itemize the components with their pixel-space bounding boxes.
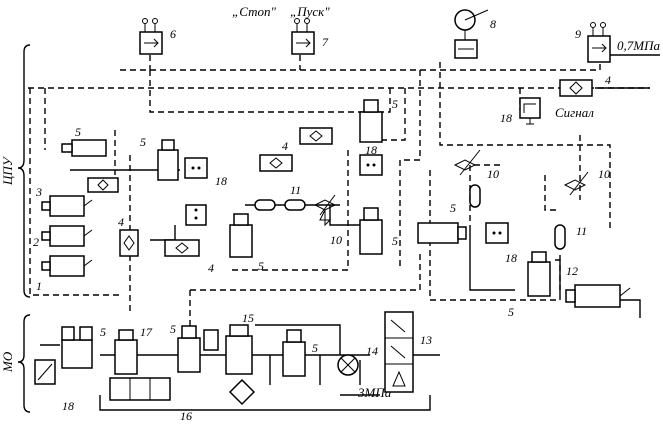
label-18-center: 18 [365, 143, 377, 157]
label-5-mo-center: 5 [170, 322, 176, 336]
section-bracket-cpu [17, 44, 31, 298]
throttle-10-center [313, 194, 337, 227]
start-label: „Пуск" [290, 4, 330, 19]
shuttle-valve-4-bottom [164, 239, 200, 257]
label-5-center-bottom: 5 [258, 259, 264, 273]
throttle-10-right-a [453, 149, 481, 208]
filter-11-right [554, 224, 566, 250]
label-18-left: 18 [215, 174, 227, 188]
label-18-right: 18 [505, 251, 517, 265]
label-18-mo: 18 [62, 399, 74, 413]
signal-device-18-top [519, 97, 541, 125]
label-8: 8 [490, 17, 496, 31]
control-lines [28, 55, 650, 330]
shuttle-valve-4-left [87, 177, 119, 193]
label-13: 13 [420, 333, 432, 347]
label-5-lower-right: 5 [508, 305, 514, 319]
valve-5-center-bottom [229, 213, 253, 258]
indicator-box-left [185, 204, 207, 226]
valve-5-mo-center [177, 325, 219, 373]
valve-16 [109, 377, 171, 401]
label-15: 15 [242, 311, 254, 325]
distributor-13 [384, 311, 440, 393]
sensor-14 [337, 354, 359, 376]
label-2: 2 [33, 235, 39, 249]
label-5-right: 5 [450, 201, 456, 215]
section-label-cpu: ЦПУ [0, 155, 15, 186]
label-5-mo-right: 5 [312, 341, 318, 355]
supply-pressure-label: 0,7МПа [617, 38, 660, 53]
valve-5-mo-right [282, 329, 306, 377]
label-11-center: 11 [290, 183, 301, 197]
signal-device-18-left [184, 157, 208, 179]
label-5-upper-center: 5 [140, 135, 146, 149]
label-6: 6 [170, 27, 176, 41]
push-valve-7-start [291, 18, 315, 55]
label-11-right: 11 [576, 224, 587, 238]
signal-label: Сигнал [555, 105, 594, 120]
valve-15 [225, 324, 253, 375]
label-10-right-a: 10 [487, 167, 499, 181]
cylinder-5-mo-left [61, 326, 93, 369]
label-5-mo-left: 5 [100, 325, 106, 339]
valve-5-upper-left [61, 139, 107, 157]
valve-2 [41, 225, 93, 247]
filter-11-center [254, 199, 306, 211]
label-12: 12 [566, 264, 578, 278]
label-1: 1 [36, 279, 42, 293]
filter-unit-mo [228, 378, 256, 406]
valve-5-center-top [359, 99, 383, 143]
valve-17 [114, 329, 138, 375]
label-14: 14 [366, 344, 378, 358]
label-9: 9 [575, 27, 581, 41]
label-4-left: 4 [118, 215, 124, 229]
pressure-gauge-8 [454, 9, 489, 59]
push-valve-9 [587, 22, 611, 63]
signal-device-18-right [485, 222, 509, 244]
shuttle-valve-4-center [259, 154, 293, 172]
label-4-center: 4 [282, 139, 288, 153]
label-10-right-b: 10 [598, 167, 610, 181]
valve-5-lower-right [527, 251, 551, 297]
label-10-center: 10 [330, 233, 342, 247]
shuttle-valve-4-vertical [119, 229, 139, 257]
switch-18-mo [34, 359, 56, 385]
label-3: 3 [35, 185, 42, 199]
valve-5-right [417, 222, 467, 244]
valve-3 [41, 195, 93, 217]
label-18-top: 18 [500, 111, 512, 125]
shuttle-valve-4-top [559, 79, 593, 97]
valve-12 [565, 284, 631, 308]
valve-1 [41, 255, 93, 277]
shuttle-valve-4-center-upper [299, 127, 333, 145]
label-7: 7 [322, 35, 329, 49]
valve-5-right-center [359, 207, 383, 255]
label-5-upper-left: 5 [75, 125, 81, 139]
label-4-bottom: 4 [208, 261, 214, 275]
pressure-3mpa-label: 3МПа [357, 385, 392, 400]
signal-device-18-center [359, 154, 383, 176]
push-valve-6 [139, 18, 163, 55]
label-17: 17 [140, 325, 153, 339]
throttle-10-right-b [563, 171, 589, 196]
label-5-right-center: 5 [392, 234, 398, 248]
stop-label: „Стоп" [232, 4, 276, 19]
section-bracket-mo [17, 314, 31, 413]
valve-5-upper-center [157, 139, 179, 181]
section-label-mo: МО [0, 351, 15, 373]
label-5-center-top: 5 [392, 97, 398, 111]
label-4-top: 4 [605, 73, 611, 87]
label-16: 16 [180, 409, 192, 423]
